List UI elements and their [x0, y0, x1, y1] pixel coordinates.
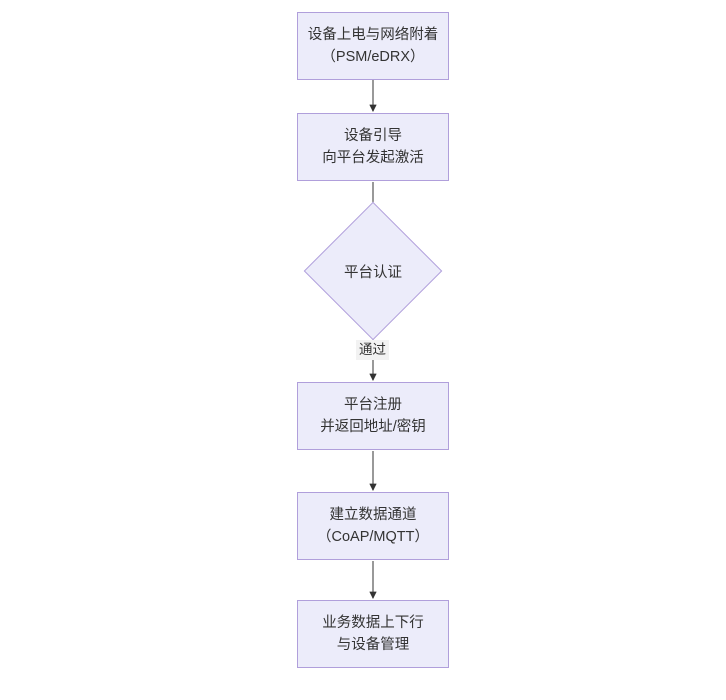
node-label-line2: 与设备管理 [336, 637, 410, 653]
node-label-line1: 设备引导 [344, 127, 402, 144]
node-label-line2: （PSM/eDRX） [321, 49, 425, 65]
node-label-line1: 设备上电与网络附着 [307, 26, 439, 43]
node-device-power-on[interactable]: 设备上电与网络附着 （PSM/eDRX） [297, 12, 449, 80]
node-label-line1: 平台注册 [344, 396, 402, 413]
node-establish-data-channel[interactable]: 建立数据通道 （CoAP/MQTT） [297, 492, 449, 560]
node-business-data-and-device-management[interactable]: 业务数据上下行 与设备管理 [297, 600, 449, 668]
node-device-bootstrap[interactable]: 设备引导 向平台发起激活 [297, 113, 449, 181]
node-platform-registration[interactable]: 平台注册 并返回地址/密钥 [297, 382, 449, 450]
node-platform-authentication[interactable]: 平台认证 [303, 201, 443, 341]
node-label-line2: 并返回地址/密钥 [320, 419, 426, 435]
node-label-line2: 向平台发起激活 [322, 150, 424, 166]
node-label-line2: （CoAP/MQTT） [317, 529, 429, 545]
node-label-line1: 平台认证 [344, 264, 402, 281]
node-label-line1: 建立数据通道 [329, 506, 417, 523]
edge-label-pass: 通过 [356, 340, 389, 360]
node-label-line1: 业务数据上下行 [322, 614, 424, 631]
